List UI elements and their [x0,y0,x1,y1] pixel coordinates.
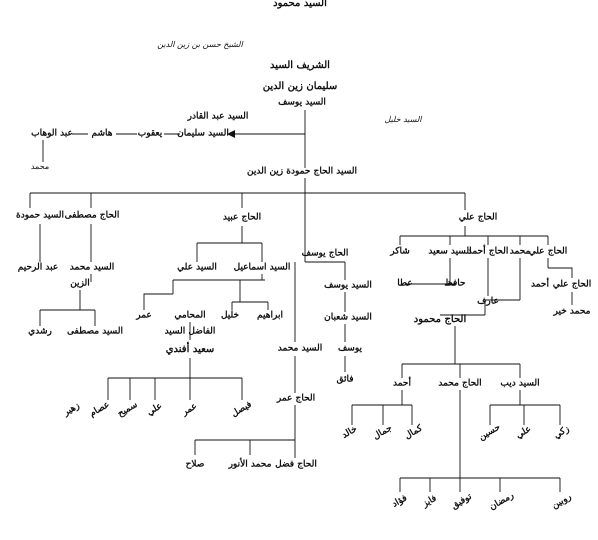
name-al-zayn: الزين [70,278,90,289]
name-sayyid-dib: السيد ديب [500,378,540,389]
link-mustafa-branch [39,224,96,326]
name-hashim: هاشم [91,128,113,139]
name-sayyid-sulayman: السيد سليمان [177,128,229,139]
name-sharif-sayyid: الشريف السيد [270,60,330,71]
name-hajj-ahmad: الحاج أحمد [467,246,509,257]
name-sayyid-hammouda: السيد حمودة [16,210,64,221]
link-muhammad-line [547,258,573,305]
name-hajj-hammouda: السيد الحاج حمودة زين الدين [246,166,358,177]
link-ahmad-children [351,390,413,425]
name-hajj-ubayd: الحاج عبيد [222,212,262,223]
link-saeed-children [107,322,243,400]
name-ahmad-m: أحمد [531,279,549,290]
name-khalil-i: خليل [220,310,240,321]
name-al-fadil: الفاضل السيد [164,326,216,337]
name-muhammad-small: محمد [30,162,50,171]
name-shaykh-hasan: الشيخ حسن بن زين الدين [157,40,243,49]
link-ali-grandchildren [405,258,489,296]
link-hajj-muhammad-children [399,390,561,492]
name-rushdi: رشدي [28,326,52,337]
name-sayyid-yusuf-root: السيد يوسف [278,97,326,108]
name-hajj-ali-m: الحاج علي [528,246,568,257]
name-hajj-muhammad-h: الحاج محمد [438,378,482,389]
name-sayyid-abd-alqadir: السيد عبد القادر [187,111,249,122]
name-sayyid-yusuf-y: السيد يوسف [324,280,372,291]
link-ubayd-children [196,226,263,262]
name-muhammad-anwar: محمد الأنور [228,459,272,470]
name-sayyid-muhammad-y: السيد محمد [277,343,323,354]
name-yaqub: يعقوب [137,128,163,139]
link-main-bus [30,178,465,194]
name-hajj-mustafa: الحاج مصطفى [64,210,120,221]
name-umar-u: عمر [136,310,152,321]
link-ahmad-mahmoud [440,258,521,316]
link-yusuf-line [305,261,346,372]
name-hajj-ali: الحاج علي [458,212,498,223]
name-muhammad-khayr: محمد خير [553,306,591,317]
name-sayyid-ali-u: السيد علي [177,262,217,273]
name-sulayman: سليمان زين الدين [262,81,338,92]
name-sayyid-ismail: السيد اسماعيل [233,262,291,273]
name-arif: عارف [477,296,499,307]
name-hafiz: حافظ [444,278,466,289]
name-saeed-afandi: سعيد أفندي [165,344,215,355]
name-shakir: شاكر [390,246,410,257]
name-sayyid-mustafa: السيد مصطفى [67,326,123,337]
name-salah: صلاح [185,459,205,470]
name-sayyid-muhammad-m: السيد محمد [69,262,115,273]
link-ismail-branch [143,274,269,310]
name-al-muhami: المحامي [174,310,206,321]
name-sayyid-khalil: السيد خليل [384,115,422,124]
link-main-drops [29,193,466,262]
name-abd-alrahim: عبد الرحيم [17,262,59,273]
name-sayyid-mahmoud-top: السيد محمود [273,0,327,9]
name-hajj-ali-m2: الحاج علي [552,279,592,290]
name-yusuf-s: يوسف [337,343,363,354]
name-faiq: فائق [336,374,354,385]
name-hajj-yusuf: الحاج يوسف [301,248,349,259]
name-abd-alwahhab: عبد الوهاب [31,128,73,139]
name-muhammad-a: محمد [509,246,531,257]
name-hajj-fadl: الحاج فضل [275,459,317,470]
name-ata: عطا [397,278,413,289]
name-hajj-umar: الحاج عمر [276,393,316,404]
name-hajj-mahmoud: الحاج محمود [413,314,467,325]
name-ibrahim-i: ابراهيم [257,310,283,321]
link-mahmoud-children [401,326,521,378]
link-dib-children [489,390,561,425]
name-sayyid-saeed: السيد سعيد [428,246,472,257]
name-ahmad-h: أحمد [393,378,411,389]
link-ali-children [399,226,549,245]
link-umar-line [194,262,296,458]
name-sayyid-shaban: السيد شعبان [324,312,372,323]
